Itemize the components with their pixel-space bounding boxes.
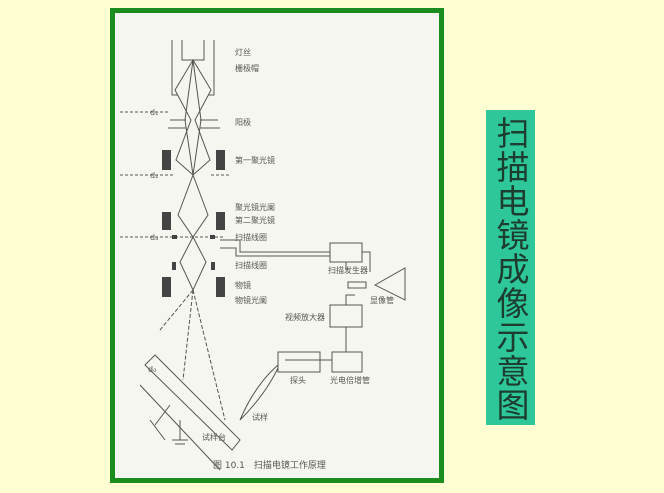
- label-d2: d₂: [150, 171, 158, 180]
- crt: [373, 267, 406, 301]
- probe-box: [277, 351, 321, 373]
- crt-neck: [347, 281, 367, 289]
- video-amp-box: [329, 304, 363, 328]
- label-pmt: 光电倍增管: [330, 375, 370, 385]
- label-objective-aperture: 物镜光阑: [235, 295, 267, 305]
- ground-icon: [172, 420, 188, 445]
- grid-cap: [171, 40, 215, 96]
- label-condenser-aperture: 聚光镜光阑: [235, 202, 275, 212]
- label-filament: 灯丝: [235, 47, 251, 57]
- anode: [168, 119, 220, 129]
- label-d1: d₁: [150, 108, 158, 117]
- beam-to-specimen: [159, 289, 226, 421]
- label-crt: 显像管: [370, 295, 394, 305]
- label-probe: 探头: [290, 375, 306, 385]
- side-title: 扫描电镜成像示意图: [491, 116, 530, 422]
- scan-generator-box: [329, 242, 363, 263]
- label-stage: 试样台: [202, 432, 226, 442]
- label-d3: d₃: [150, 233, 158, 242]
- crt-deflection-wires: [345, 251, 371, 272]
- label-scan-generator: 扫描发生器: [328, 265, 368, 275]
- diagram-frame: [110, 8, 444, 483]
- beam-lower: [177, 173, 209, 292]
- label-scan-coil-1: 扫描线圈: [235, 232, 267, 242]
- label-condenser2: 第二聚光镜: [235, 215, 275, 225]
- figure-caption: 图 10.1 扫描电镜工作原理: [213, 459, 326, 471]
- lens-blocks: [162, 150, 225, 297]
- label-grid-cap: 栅极帽: [235, 63, 259, 73]
- label-anode: 阳极: [235, 117, 251, 127]
- scan-wires: [220, 239, 330, 257]
- label-video-amp: 视频放大器: [285, 312, 325, 322]
- label-specimen: 试样: [252, 412, 268, 422]
- beam-upper: [174, 59, 212, 176]
- pmt-box: [331, 351, 363, 373]
- signal-wires: [345, 294, 355, 352]
- label-condenser1: 第一聚光镜: [235, 155, 275, 165]
- side-title-panel: 扫描电镜成像示意图: [486, 110, 535, 425]
- label-objective: 物镜: [235, 280, 251, 290]
- secondary-electron-paths: [239, 364, 279, 421]
- planes: [120, 111, 230, 238]
- filament: [181, 40, 205, 61]
- label-d0: d₀: [148, 365, 156, 374]
- label-scan-coil-2: 扫描线圈: [235, 260, 267, 270]
